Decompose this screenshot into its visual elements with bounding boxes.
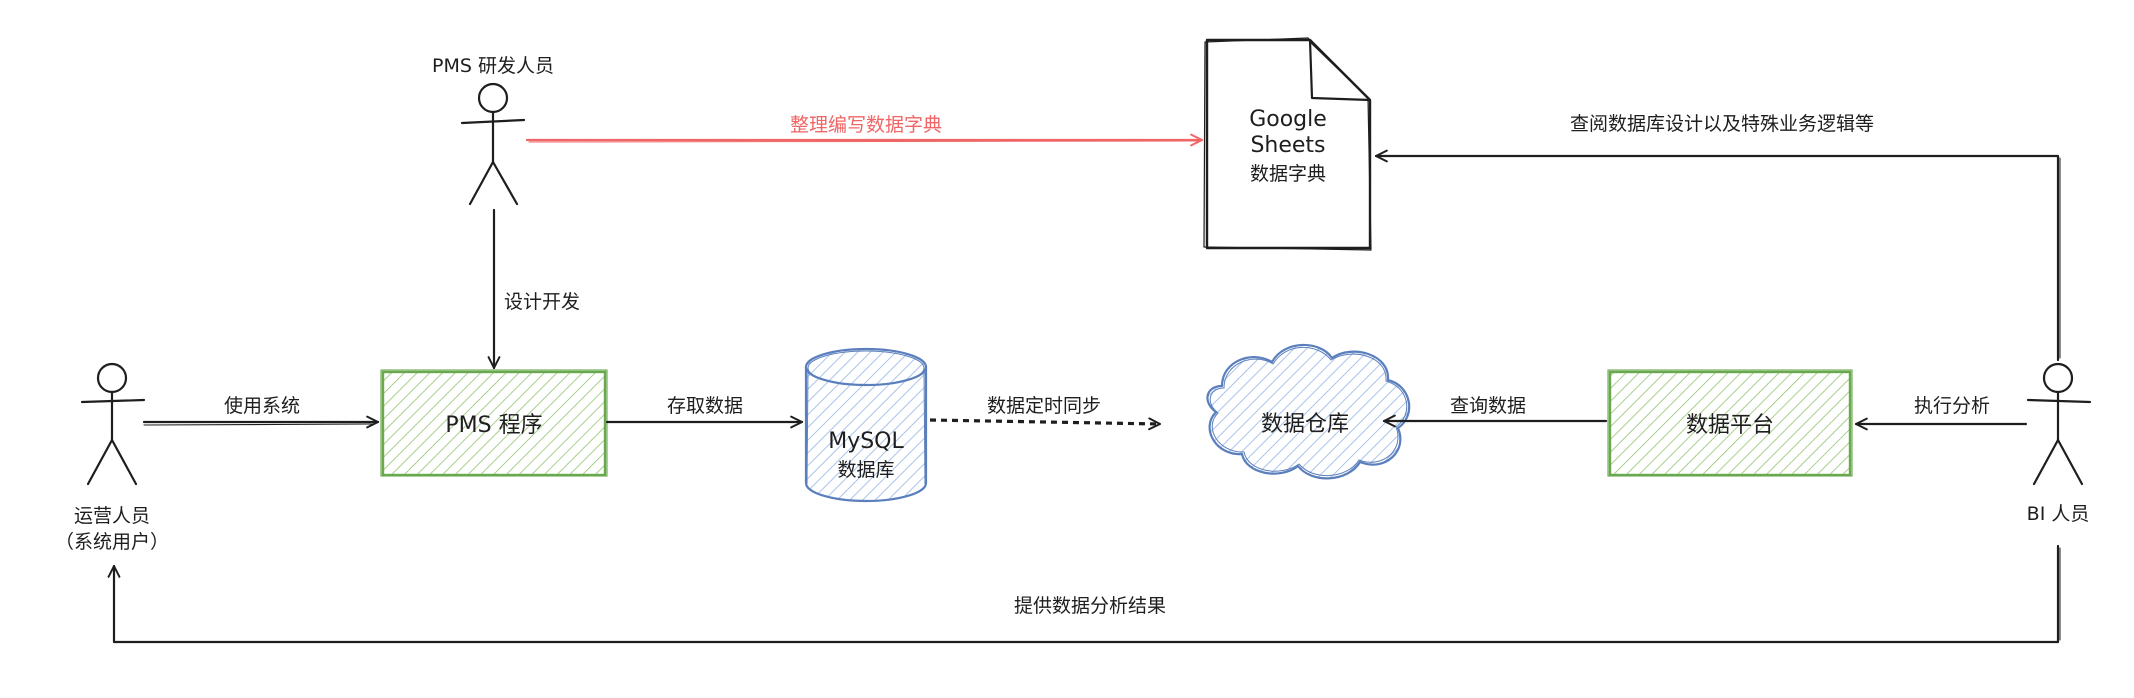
edge-store-data-label: 存取数据 <box>667 395 743 417</box>
edge-use-system-label: 使用系统 <box>224 395 300 417</box>
edge-consult-label: 查阅数据库设计以及特殊业务逻辑等 <box>1570 113 1874 135</box>
bi-label: BI 人员 <box>2027 503 2090 525</box>
edge-store-data: 存取数据 <box>605 395 804 429</box>
bi-actor: BI 人员 <box>2026 362 2092 525</box>
mysql-label-line2: 数据库 <box>837 459 894 481</box>
mysql-database-node: MySQL 数据库 <box>804 347 928 503</box>
data-platform-node: 数据平台 <box>1607 369 1853 477</box>
edge-sync-label: 数据定时同步 <box>987 395 1101 417</box>
edge-query-data: 查询数据 <box>1382 395 1608 428</box>
stick-figure-icon <box>80 362 146 486</box>
operator-label-line1: 运营人员 <box>74 505 150 527</box>
edge-query-data-label: 查询数据 <box>1450 395 1526 417</box>
stick-figure-icon <box>2026 362 2092 486</box>
data-dictionary-node: Google Sheets 数据字典 <box>1203 37 1372 251</box>
developer-actor: PMS 研发人员 <box>432 55 554 206</box>
mysql-label-line1: MySQL <box>828 429 904 454</box>
edge-design-develop-label: 设计开发 <box>504 291 580 313</box>
dictionary-label-line2: Sheets <box>1250 133 1325 158</box>
operator-actor: 运营人员 （系统用户） <box>55 362 169 553</box>
pms-program-label: PMS 程序 <box>445 413 542 438</box>
database-cylinder-icon <box>804 347 928 503</box>
edge-design-develop: 设计开发 <box>487 208 580 370</box>
edge-use-system: 使用系统 <box>142 395 380 429</box>
dictionary-label-line3: 数据字典 <box>1250 163 1326 185</box>
warehouse-label: 数据仓库 <box>1261 412 1349 437</box>
data-warehouse-node: 数据仓库 <box>1206 343 1411 480</box>
edge-write-dictionary: 整理编写数据字典 <box>525 114 1204 147</box>
document-icon <box>1203 37 1372 251</box>
edge-run-analysis: 执行分析 <box>1854 395 2028 431</box>
edge-run-analysis-label: 执行分析 <box>1914 395 1990 417</box>
edge-provide-results-label: 提供数据分析结果 <box>1014 595 1166 617</box>
pms-program-node: PMS 程序 <box>380 369 608 477</box>
edge-sync: 数据定时同步 <box>929 395 1161 431</box>
developer-label: PMS 研发人员 <box>432 55 554 77</box>
cloud-icon <box>1206 343 1411 480</box>
data-platform-label: 数据平台 <box>1686 413 1774 438</box>
stick-figure-icon <box>460 82 526 206</box>
edge-consult: 查阅数据库设计以及特殊业务逻辑等 <box>1374 113 2061 362</box>
edge-write-dictionary-label: 整理编写数据字典 <box>790 114 942 136</box>
operator-label-line2: （系统用户） <box>55 531 169 553</box>
dictionary-label-line1: Google <box>1249 107 1327 132</box>
edge-provide-results: 提供数据分析结果 <box>107 544 2061 644</box>
